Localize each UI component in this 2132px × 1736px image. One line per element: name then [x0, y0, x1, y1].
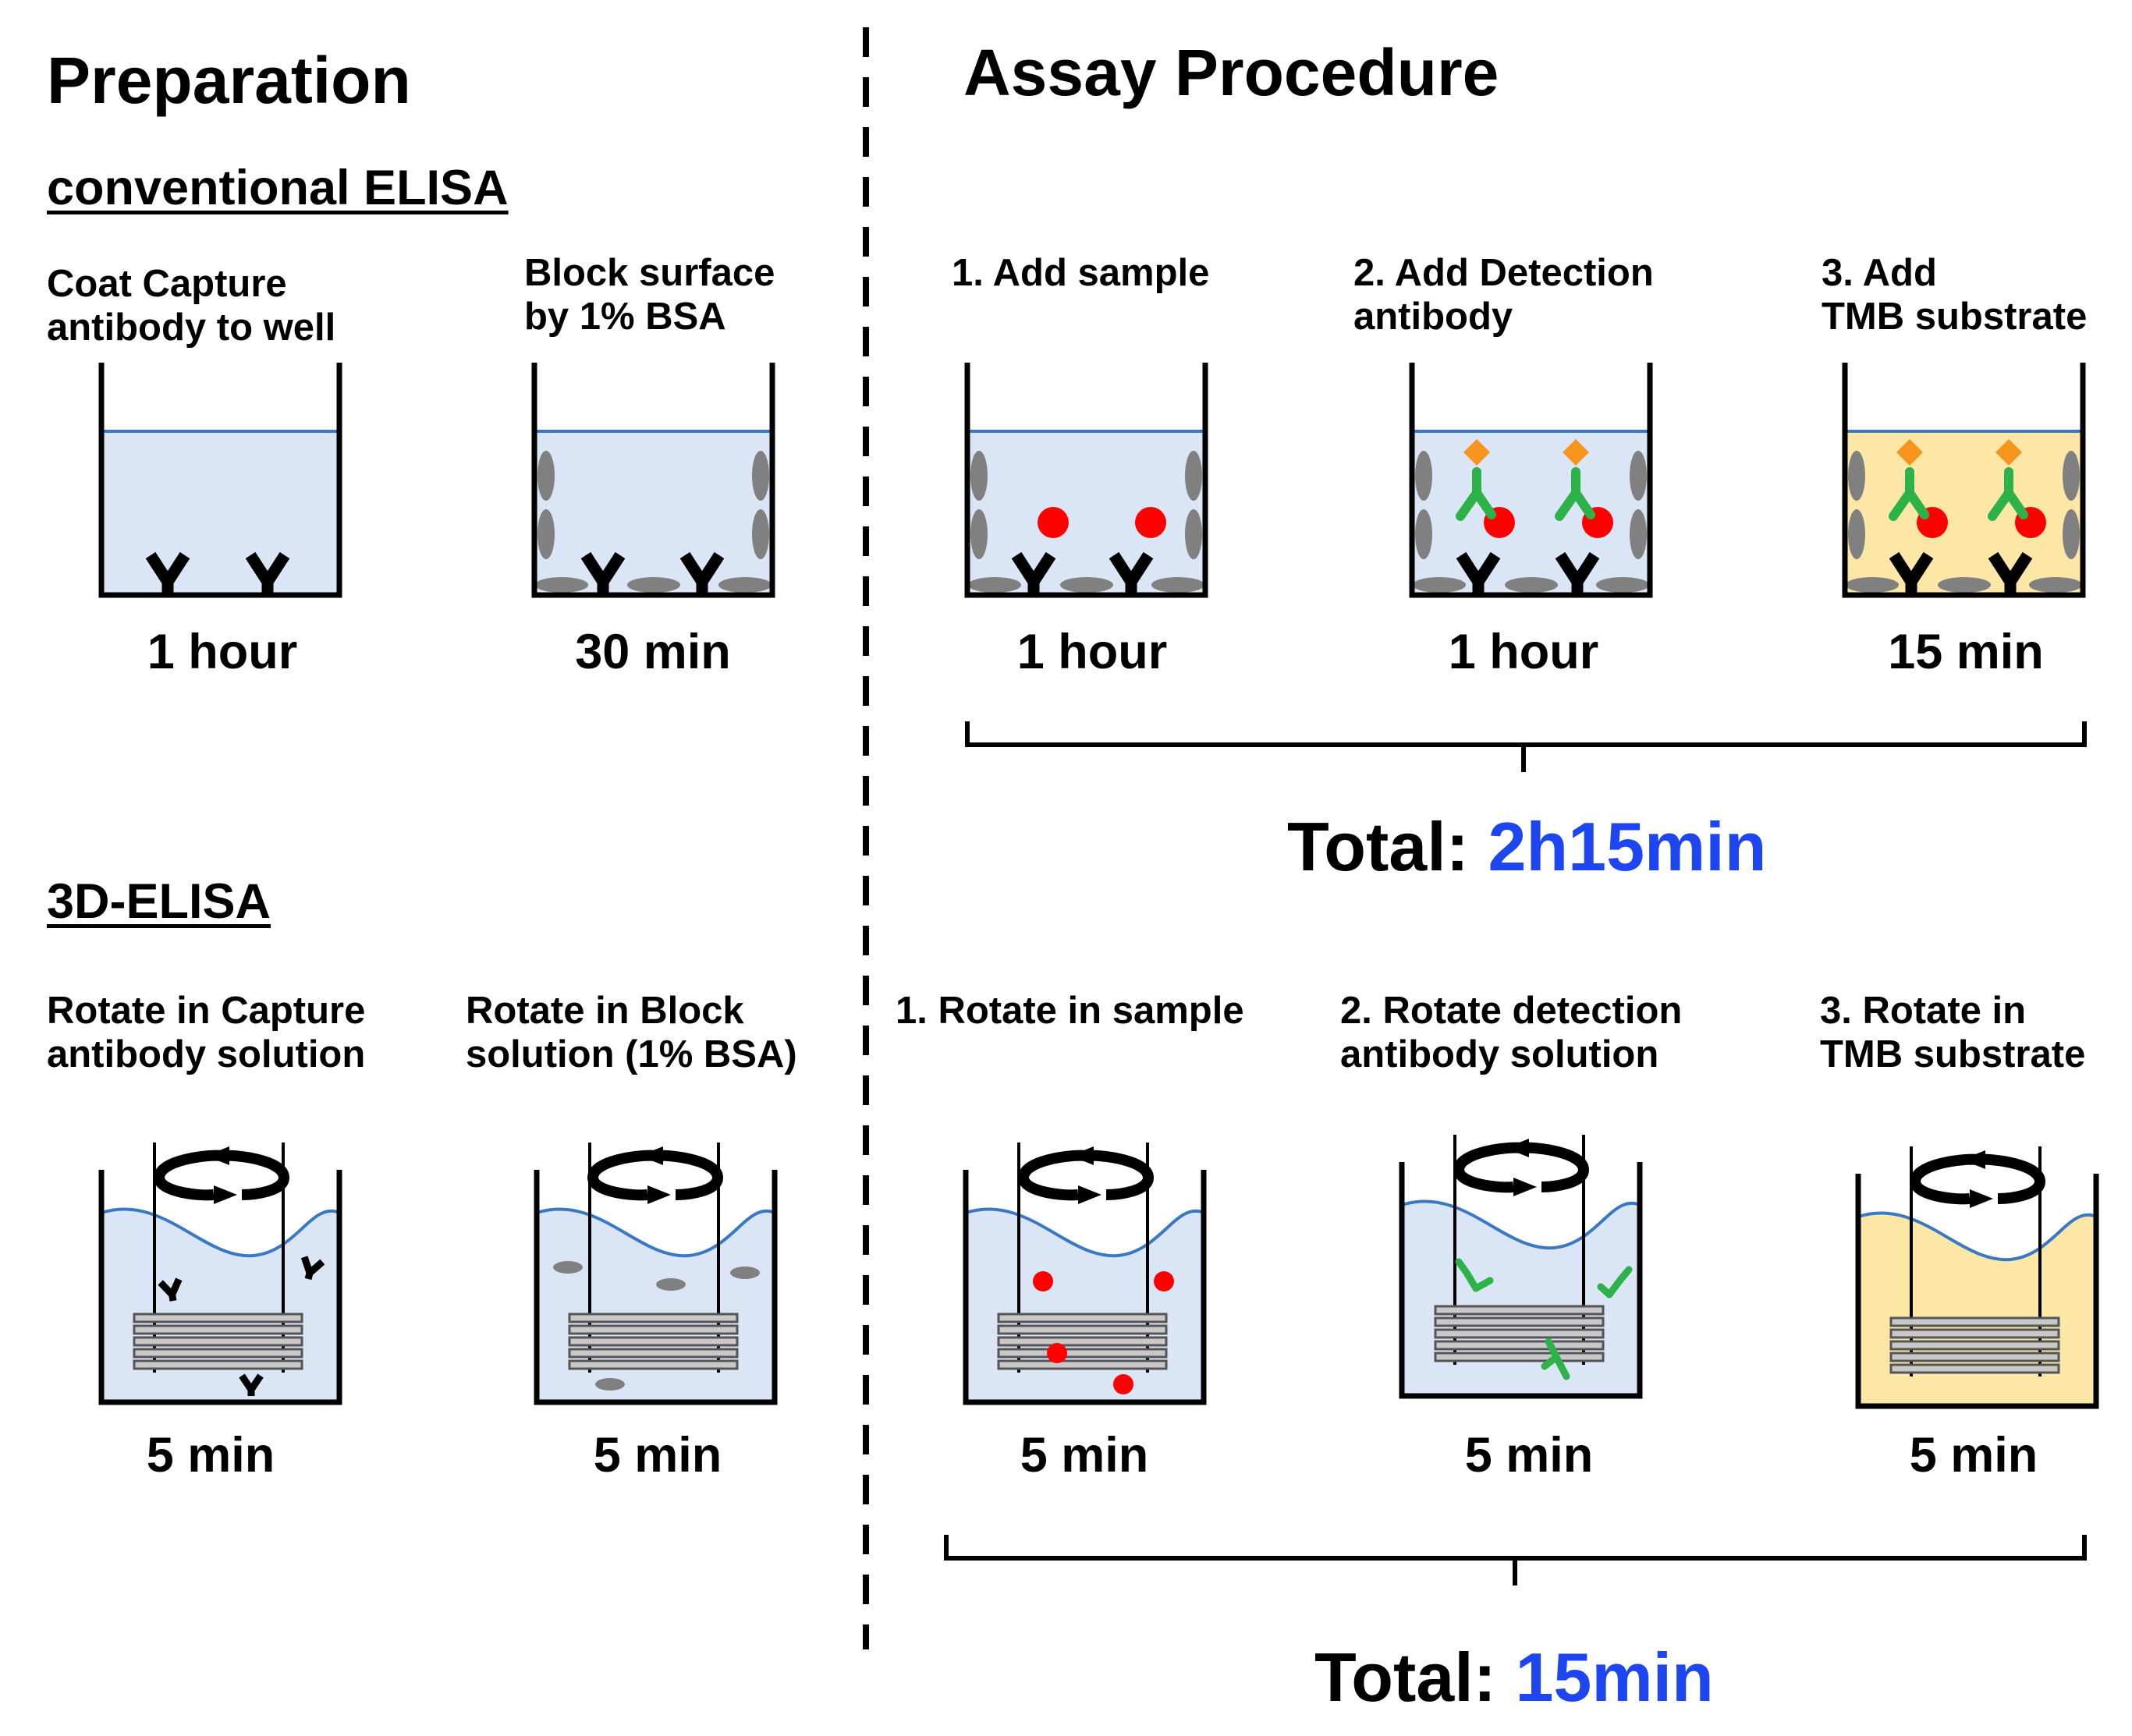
- well-add-detection: [1409, 363, 1653, 595]
- total-label: Total:: [1287, 808, 1469, 885]
- time-add-detection: 1 hour: [1448, 625, 1599, 679]
- step-label-coat-capture: Coat Capture antibody to well: [47, 263, 336, 349]
- preparation-heading: Preparation: [47, 44, 411, 117]
- 3d-elisa-brace: [944, 1535, 2087, 1585]
- well-add-sample: [964, 363, 1208, 595]
- time-coat-capture: 1 hour: [147, 625, 298, 679]
- rotation-arrow-icon: [1459, 1139, 1584, 1196]
- step-label-block-surface: Block surface by 1% BSA: [524, 252, 775, 338]
- step-label-rotate-detection: 2. Rotate detection antibody solution: [1340, 990, 1683, 1075]
- well-add-tmb: [1842, 363, 2086, 595]
- time-add-tmb: 15 min: [1888, 625, 2044, 679]
- 3d-elisa-heading: 3D-ELISA: [47, 874, 271, 929]
- total-value: 2h15min: [1488, 808, 1767, 885]
- time-add-sample: 1 hour: [1016, 625, 1168, 679]
- total-label: Total:: [1314, 1639, 1496, 1716]
- 3d-elisa-total: Total: 15min: [1314, 1638, 1714, 1717]
- time-rotate-capture: 5 min: [146, 1428, 275, 1483]
- step-label-rotate-block: Rotate in Block solution (1% BSA): [466, 990, 797, 1075]
- step-label-rotate-capture: Rotate in Capture antibody solution: [47, 990, 366, 1075]
- rotation-arrow-icon: [593, 1146, 718, 1204]
- step-label-add-sample: 1. Add sample: [952, 252, 1210, 294]
- step-label-add-detection: 2. Add Detection antibody: [1353, 252, 1654, 338]
- rotation-arrow-icon: [1023, 1146, 1148, 1204]
- assay-procedure-heading: Assay Procedure: [963, 36, 1499, 109]
- conventional-total: Total: 2h15min: [1287, 807, 1766, 887]
- 3d-well-rotate-sample: [963, 1143, 1207, 1405]
- 3d-well-rotate-detection: [1399, 1135, 1643, 1399]
- time-block-surface: 30 min: [575, 625, 731, 679]
- step-label-add-tmb: 3. Add TMB substrate: [1822, 252, 2088, 338]
- 3d-well-rotate-block: [534, 1143, 778, 1405]
- total-value: 15min: [1515, 1639, 1714, 1716]
- rotation-arrow-icon: [159, 1146, 284, 1204]
- step-label-rotate-tmb: 3. Rotate in TMB substrate: [1820, 990, 2086, 1075]
- time-rotate-tmb: 5 min: [1909, 1428, 2038, 1483]
- time-rotate-detection: 5 min: [1464, 1428, 1594, 1483]
- well-coat-capture: [98, 363, 342, 595]
- 3d-well-rotate-capture: [98, 1143, 342, 1405]
- time-rotate-sample: 5 min: [1020, 1428, 1149, 1483]
- step-label-rotate-sample: 1. Rotate in sample: [896, 990, 1244, 1032]
- rotation-arrow-icon: [1915, 1150, 2040, 1208]
- conventional-brace: [965, 721, 2087, 772]
- 3d-well-rotate-tmb: [1855, 1146, 2099, 1409]
- conventional-elisa-heading: conventional ELISA: [47, 161, 509, 215]
- well-block-surface: [531, 363, 775, 595]
- time-rotate-block: 5 min: [593, 1428, 722, 1483]
